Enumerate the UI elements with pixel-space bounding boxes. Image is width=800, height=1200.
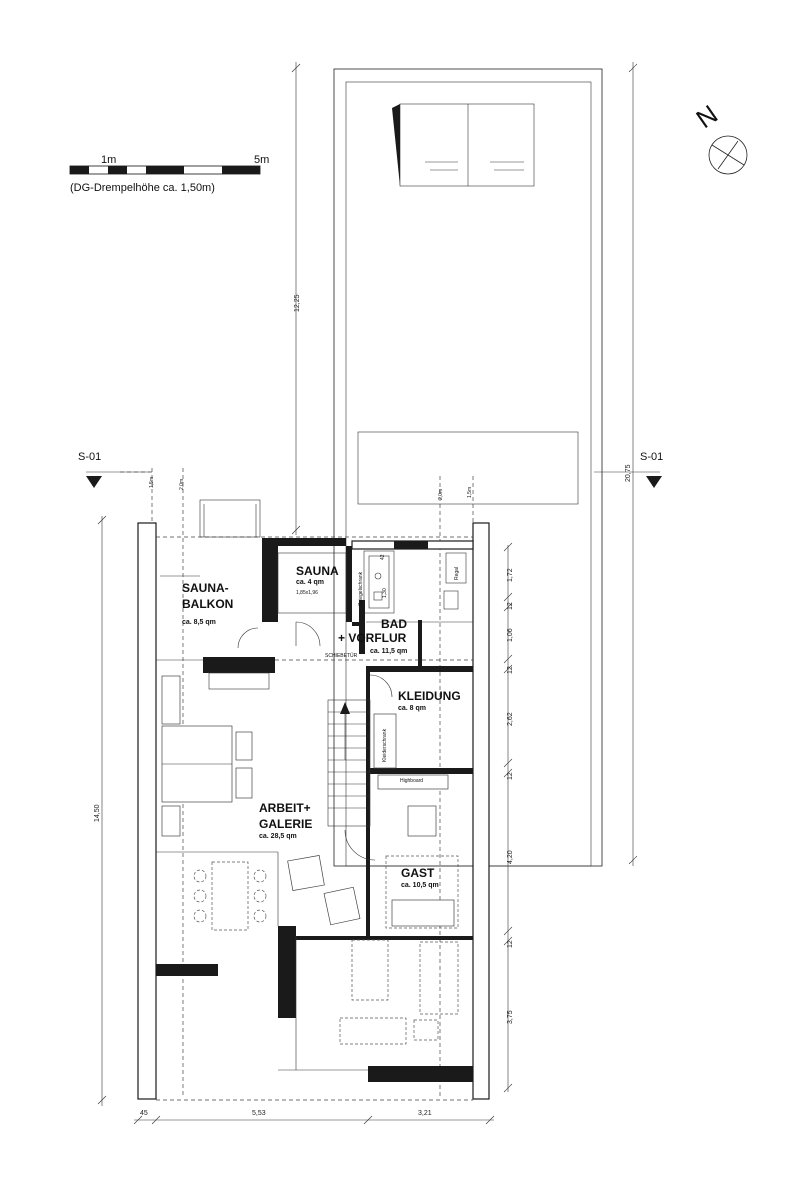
- north-compass: N: [690, 99, 748, 175]
- dim-left-total: 14,50: [94, 515, 107, 1106]
- drempel-note: (DG-Drempelhöhe ca. 1,50m): [70, 182, 215, 194]
- room-sauna-size: 1,85x1,96: [296, 590, 318, 596]
- svg-text:14,50: 14,50: [94, 804, 101, 822]
- dim-right-chain: 1,72 12 1,06 12 2,62 12 4,20 12 3,75: [503, 542, 514, 1093]
- scale-5m-label: 5m: [254, 154, 269, 166]
- svg-text:2,0m: 2,0m: [438, 489, 444, 500]
- svg-text:12: 12: [507, 666, 514, 674]
- room-arbeit-line1: ARBEIT+: [259, 801, 311, 815]
- exterior-walls: [137, 499, 490, 1101]
- schiebetuer-label: SCHIEBETÜR: [325, 652, 358, 659]
- room-arbeit-line2: GALERIE: [259, 817, 312, 831]
- room-kleidung-area: ca. 8 qm: [398, 705, 426, 712]
- roof-window: [392, 103, 535, 187]
- svg-text:45: 45: [140, 1110, 148, 1117]
- svg-text:12: 12: [507, 772, 514, 780]
- svg-text:1,06: 1,06: [507, 628, 514, 642]
- svg-text:3,75: 3,75: [507, 1010, 514, 1024]
- scale-bar: 1m 5m (DG-Drempelhöhe ca. 1,50m): [69, 154, 269, 194]
- room-labels: SAUNA- BALKON ca. 8,5 qm SAUNA ca. 4 qm …: [182, 564, 461, 889]
- svg-text:5,53: 5,53: [252, 1110, 266, 1117]
- svg-text:20,75: 20,75: [625, 464, 632, 482]
- room-gast-area: ca. 10,5 qm: [401, 882, 439, 889]
- bath-room: [351, 540, 474, 666]
- svg-text:1,5m: 1,5m: [467, 487, 473, 498]
- svg-text:4,20: 4,20: [507, 850, 514, 864]
- regal-label: Regal: [454, 567, 460, 580]
- room-sauna-balkon-area: ca. 8,5 qm: [182, 619, 216, 626]
- svg-text:12: 12: [507, 602, 514, 610]
- room-arbeit-area: ca. 28,5 qm: [259, 833, 297, 840]
- svg-text:S-01: S-01: [640, 451, 663, 463]
- furniture-labels: SCHIEBETÜR Highboard Regal Kleiderschran…: [325, 554, 460, 784]
- spiegelschrank-label: Spiegelschrank: [358, 571, 364, 606]
- svg-text:1,5m: 1,5m: [149, 477, 155, 488]
- kleiderschrank-label: Kleiderschrank: [382, 728, 388, 762]
- roof-terrace: [333, 68, 603, 867]
- room-sauna-name: SAUNA: [296, 564, 339, 578]
- dim-right-height: 20,75: [625, 62, 638, 866]
- room-sauna-balkon-line1: SAUNA-: [182, 581, 229, 595]
- wardrobe: [373, 713, 397, 769]
- compass-circle-icon: [708, 135, 748, 175]
- room-kleidung-name: KLEIDUNG: [398, 689, 461, 703]
- furniture: [161, 675, 459, 1045]
- north-label: N: [690, 99, 723, 134]
- svg-text:S-01: S-01: [78, 451, 101, 463]
- room-gast-name: GAST: [401, 866, 435, 880]
- svg-text:2,62: 2,62: [507, 712, 514, 726]
- stairs: [327, 699, 371, 827]
- svg-text:12: 12: [507, 940, 514, 948]
- stair-arrow-icon: [340, 702, 350, 714]
- scale-1m-label: 1m: [101, 154, 116, 166]
- svg-text:3,21: 3,21: [418, 1110, 432, 1117]
- room-bad-line1: BAD: [381, 617, 407, 631]
- svg-text:1,72: 1,72: [507, 568, 514, 582]
- svg-text:42: 42: [380, 554, 386, 560]
- pool-outline: [357, 431, 579, 505]
- highboard-label: Highboard: [400, 778, 423, 784]
- room-bad-area: ca. 11,5 qm: [370, 648, 407, 655]
- room-sauna-area: ca. 4 qm: [296, 579, 324, 586]
- room-bad-line2: + VORFLUR: [338, 631, 407, 645]
- section-marker-left: S-01: [78, 451, 155, 488]
- svg-text:12,25: 12,25: [294, 294, 301, 312]
- section-marker-right: S-01: [594, 451, 663, 488]
- sauna-room: [262, 538, 352, 647]
- interior-walls: [156, 627, 473, 1082]
- dim-bottom-chain: 45 5,53 3,21: [133, 1110, 495, 1125]
- svg-text:1,30: 1,30: [382, 588, 388, 598]
- room-sauna-balkon-line2: BALKON: [182, 597, 233, 611]
- highboard: [377, 774, 449, 790]
- svg-text:2,0m: 2,0m: [179, 479, 185, 490]
- dim-top-height: 12,25: [291, 62, 301, 535]
